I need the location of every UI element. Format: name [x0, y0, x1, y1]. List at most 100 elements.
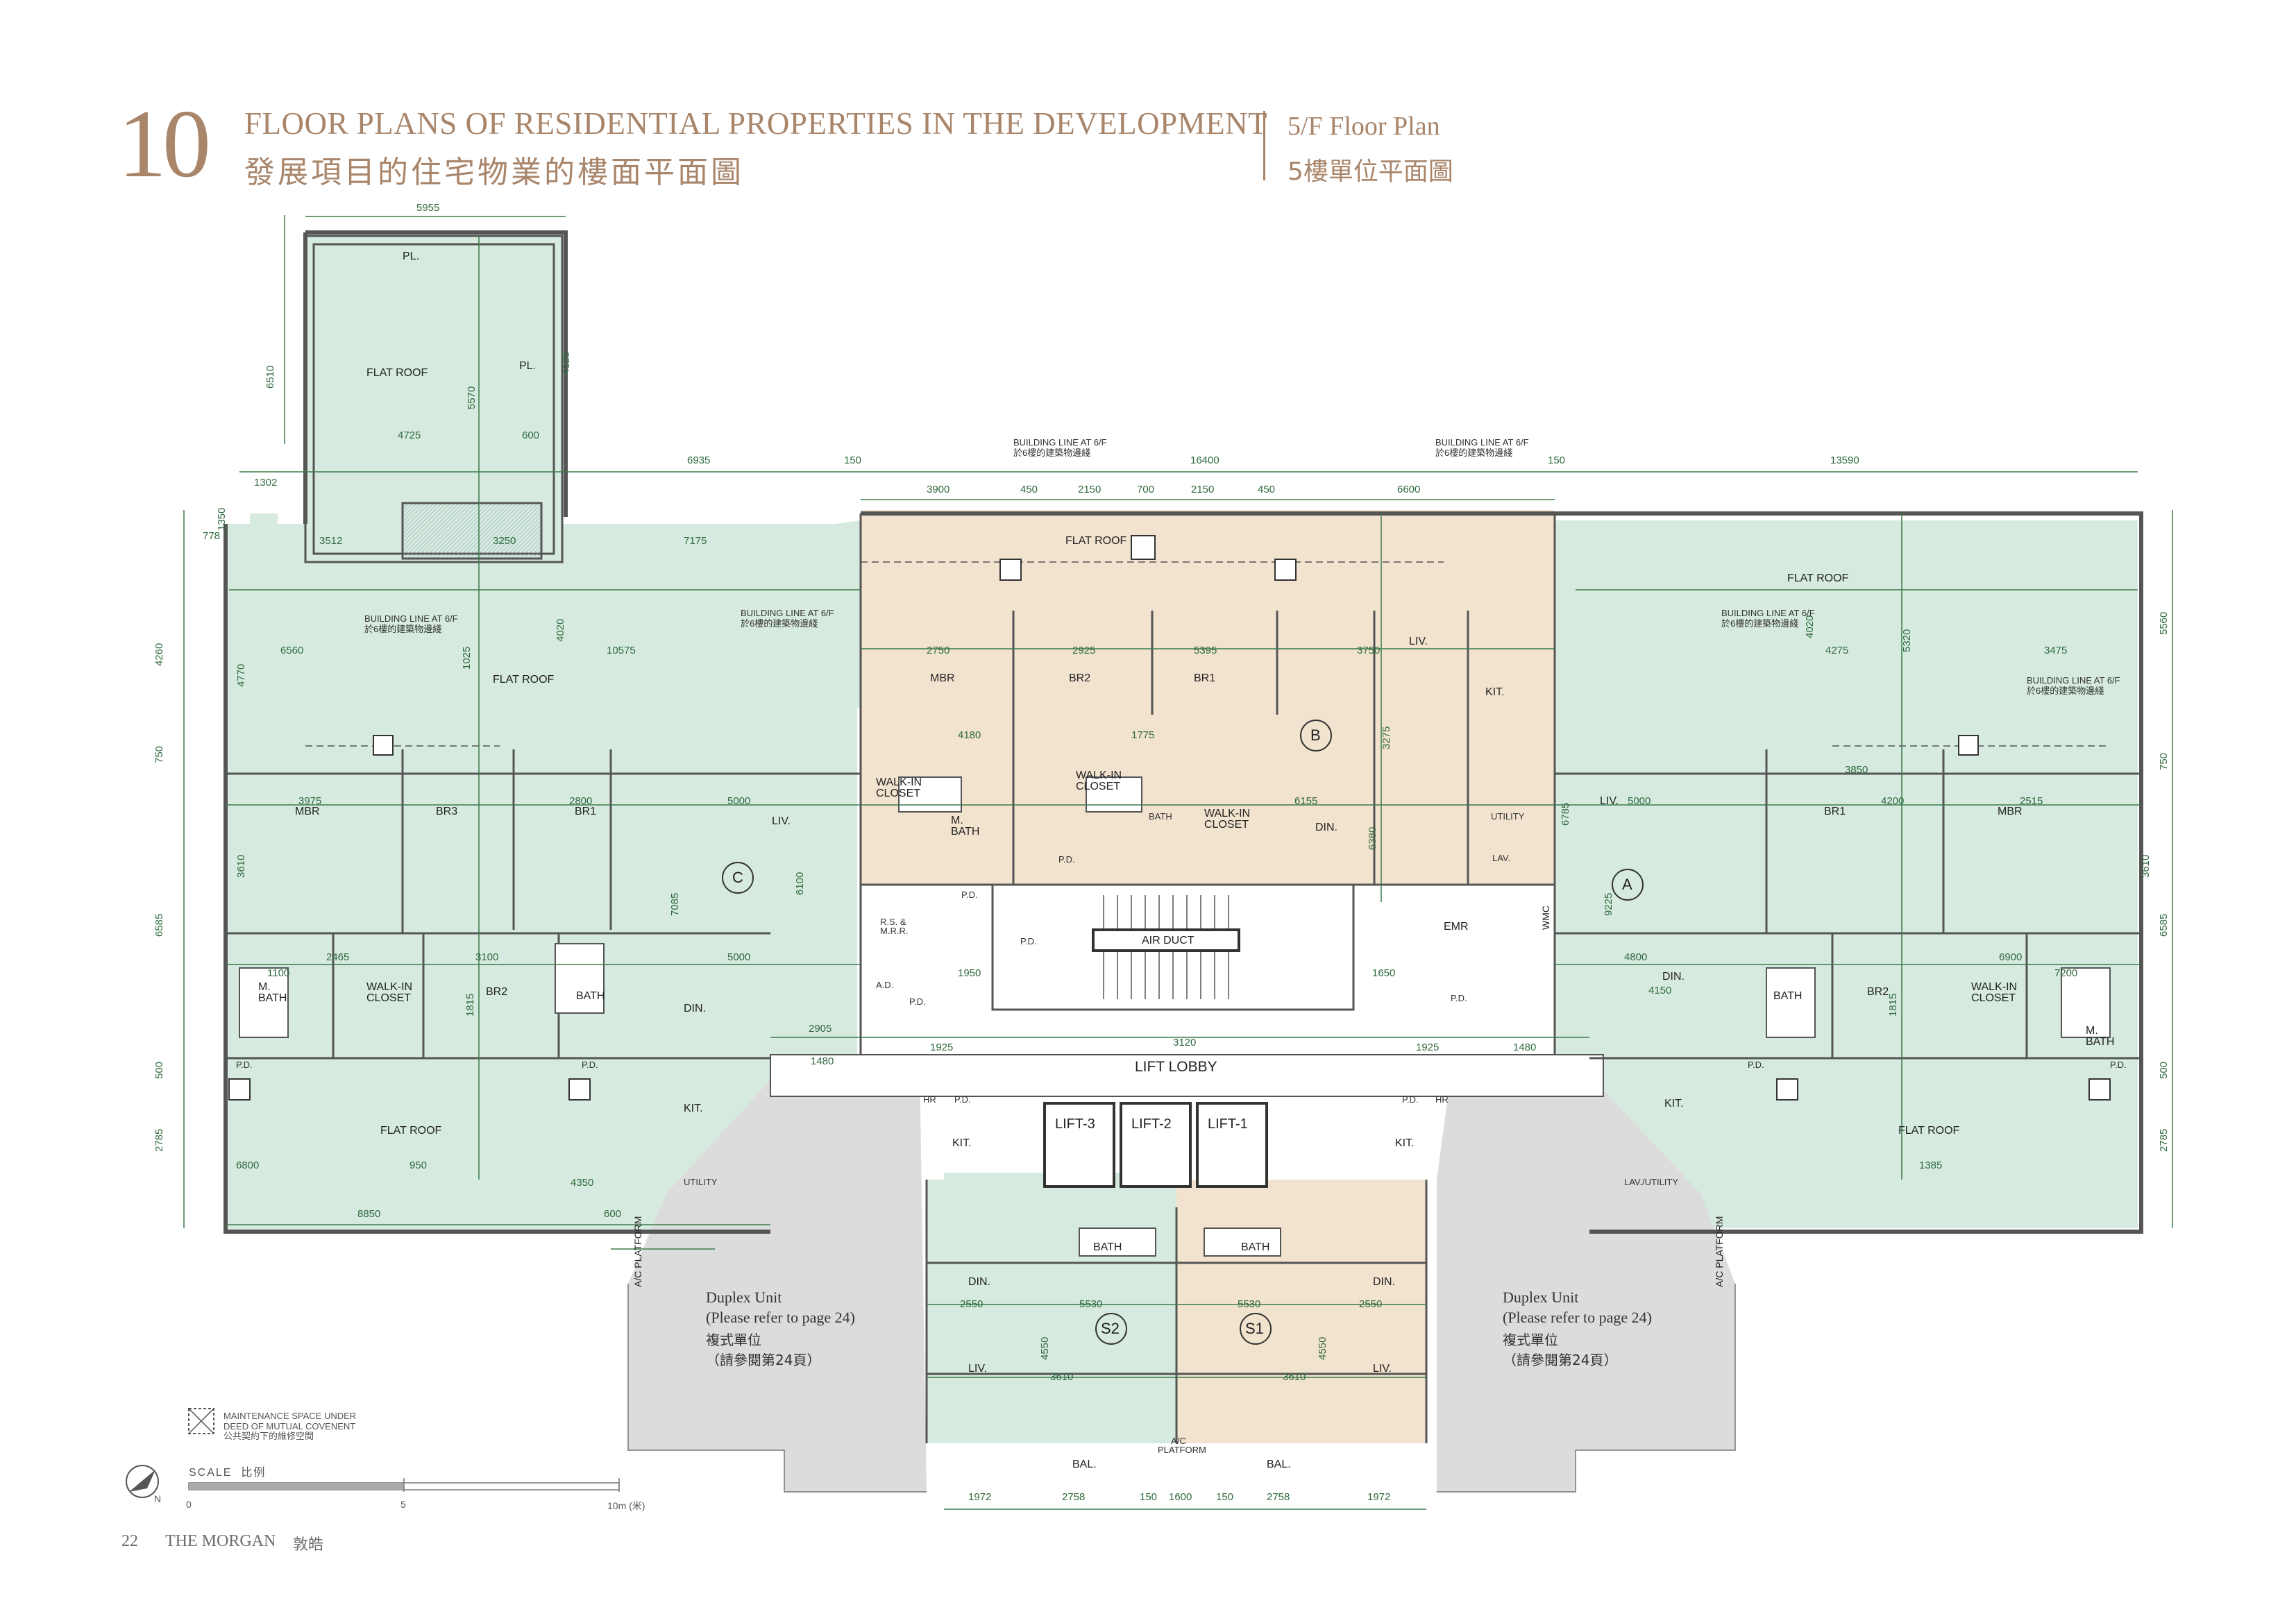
- dim-2150-b: 2150: [1191, 484, 1215, 495]
- room-hr-left: HR: [923, 1094, 936, 1105]
- footer-page-number: 22: [121, 1532, 138, 1550]
- dim-6800: 950: [410, 1159, 428, 1171]
- room-liv-s2: LIV.: [968, 1363, 987, 1375]
- duplex-note-left: Duplex Unit (Please refer to page 24) 複式…: [706, 1287, 855, 1370]
- dim-950: 4350: [571, 1177, 594, 1189]
- dim-2465: 1100: [267, 967, 290, 979]
- room-kit-s2: KIT.: [952, 1137, 972, 1149]
- dim-150-c: 150: [1140, 1491, 1158, 1503]
- scale-value-10: 10m (米): [607, 1500, 645, 1511]
- room-air-duct: AIR DUCT: [1142, 935, 1195, 946]
- unit-markers: [722, 720, 1644, 1345]
- dim-3610-s2: 4550: [1039, 1336, 1051, 1360]
- building-line-b1-zh: 於6樓的建築物邊綫: [1013, 448, 1091, 458]
- room-mbr-c: MBR: [295, 806, 320, 817]
- building-line-a2-zh: 於6樓的建築物邊綫: [2027, 686, 2104, 696]
- room-pd-lobby-right: P.D.: [1402, 1094, 1419, 1105]
- room-flat-roof-c-lower: FLAT ROOF: [380, 1125, 442, 1137]
- dim-1972-a: 1972: [968, 1491, 992, 1503]
- building-line-c1-zh: 於6樓的建築物邊綫: [364, 624, 442, 634]
- footer-name-en: THE MORGAN: [165, 1532, 276, 1550]
- unit-s1-fill: [1176, 1180, 1426, 1443]
- dim-3610-a: 3610: [2140, 854, 2152, 878]
- dim-3512: 3512: [319, 535, 343, 547]
- room-walk-in-b3: WALK-IN CLOSET: [1204, 808, 1251, 831]
- duplex-left-line4: （請參閱第24頁）: [706, 1352, 821, 1368]
- room-walk-in-a: WALK-IN CLOSET: [1971, 981, 2018, 1004]
- duplex-right-fill: [1437, 1076, 1735, 1492]
- room-pd-lobby-left: P.D.: [954, 1094, 971, 1105]
- duplex-left-line1: Duplex Unit: [706, 1289, 782, 1306]
- duplex-right-line3: 複式單位: [1503, 1332, 1558, 1348]
- room-ac-platform-right: A/C PLATFORM: [1714, 1216, 1725, 1287]
- room-br2-a: BR2: [1867, 986, 1889, 998]
- room-ac-platform-center: A/C PLATFORM: [1158, 1436, 1206, 1455]
- room-flat-roof-c: FLAT ROOF: [493, 674, 555, 686]
- legend-line3: 公共契約下的維修空間: [223, 1431, 314, 1442]
- dim-3475: 3850: [1845, 764, 1868, 776]
- building-line-a2-en: BUILDING LINE AT 6/F: [2027, 675, 2120, 686]
- room-bath-s2: BATH: [1093, 1241, 1122, 1253]
- room-din-s1: DIN.: [1373, 1276, 1395, 1288]
- room-pl-side: PL.: [519, 360, 537, 372]
- legend-symbol: [188, 1408, 214, 1434]
- unit-c-fill: [226, 236, 861, 1232]
- room-lift-3: LIFT-3: [1055, 1116, 1095, 1132]
- dim-left-500: 500: [153, 1061, 165, 1079]
- dim-4350: 3750: [1357, 645, 1381, 656]
- dim-2758-a: 2758: [1062, 1491, 1086, 1503]
- building-line-c1-en: BUILDING LINE AT 6/F: [364, 613, 458, 624]
- building-line-b1-en: BUILDING LINE AT 6/F: [1013, 437, 1107, 448]
- unit-c-marker: [722, 862, 754, 894]
- dim-450-a: 450: [1020, 484, 1038, 495]
- dim-1925: 2905: [809, 1023, 832, 1035]
- unit-s2-marker: [1095, 1313, 1127, 1345]
- dim-3975: 3975: [298, 795, 322, 807]
- floor-title-zh: 5樓單位平面圖: [1288, 158, 1453, 186]
- dim-6935: 6935: [687, 454, 711, 466]
- room-kit-a: KIT.: [1664, 1098, 1684, 1110]
- dim-4800: 6785: [1560, 802, 1571, 826]
- dim-6100: 6100: [794, 872, 806, 895]
- footer-name-zh: 敦皓: [293, 1536, 324, 1554]
- maintenance-markers: [228, 535, 2111, 1101]
- room-utility-c: UTILITY: [684, 1177, 718, 1187]
- room-m-bath-c: M. BATH: [258, 981, 287, 1004]
- dim-778: 778: [203, 530, 221, 542]
- room-pd-b4: P.D.: [1451, 993, 1467, 1003]
- section-title-en: FLOOR PLANS OF RESIDENTIAL PROPERTIES IN…: [244, 106, 1268, 141]
- dim-right-500: 500: [2158, 1061, 2170, 1079]
- room-pd-b1: P.D.: [961, 890, 978, 900]
- header-separator: [1263, 111, 1265, 180]
- dim-2750: 2925: [1072, 645, 1096, 656]
- dim-2758-b: 2758: [1267, 1491, 1290, 1503]
- room-pd-a2: P.D.: [2110, 1060, 2127, 1070]
- dim-5000-a: 5000: [727, 795, 751, 807]
- unit-b-fill: [861, 510, 1555, 885]
- dim-4150: 4800: [1624, 951, 1648, 963]
- dim-2945: 3100: [475, 951, 499, 963]
- dim-right-750: 750: [2158, 752, 2170, 770]
- room-br3-c: BR3: [436, 806, 458, 817]
- unit-a-label: A: [1622, 876, 1632, 893]
- dim-150-b: 150: [1548, 454, 1566, 466]
- dim-6785: 9225: [1603, 892, 1614, 916]
- dim-2800: 2800: [569, 795, 593, 807]
- dim-upper-600: 600: [522, 430, 540, 441]
- dim-4200: 2515: [2020, 795, 2043, 807]
- dim-1302: 1302: [254, 477, 278, 488]
- dim-5395: 4180: [958, 729, 981, 741]
- room-hr-right: HR: [1435, 1094, 1449, 1105]
- room-lift-1: LIFT-1: [1208, 1116, 1248, 1132]
- room-flat-roof-b: FLAT ROOF: [1065, 535, 1127, 547]
- dim-4180: 1775: [1131, 729, 1155, 741]
- unit-b-label: B: [1310, 726, 1321, 744]
- building-line-c2-en: BUILDING LINE AT 6/F: [741, 608, 834, 618]
- dim-7200: 1385: [1919, 1159, 1943, 1171]
- room-pd-b3: P.D.: [1058, 854, 1075, 865]
- room-emr: EMR: [1444, 921, 1469, 933]
- dim-6070: 5320: [1901, 629, 1913, 652]
- dim-5530-a: 3610: [1050, 1371, 1074, 1383]
- dim-1480-b: 1925: [1416, 1042, 1440, 1053]
- room-ad: A.D.: [876, 980, 894, 990]
